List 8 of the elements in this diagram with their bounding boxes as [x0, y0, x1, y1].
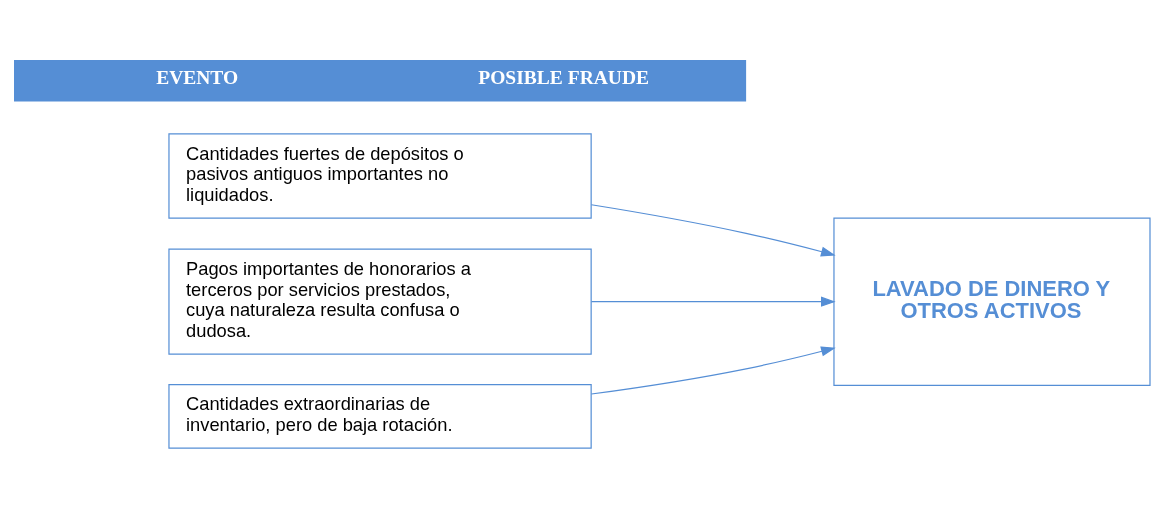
arrow: [590, 296, 836, 307]
node-box: Pagos importantes de honorarios a terceros por servicios prestados, cuya naturaleza resulta confusa o dudosa.: [168, 248, 592, 355]
node-box: EVENTO POSIBLE FRAUDE: [14, 59, 747, 102]
node-box: LAVADO DE DINERO Y OTROS ACTIVOS: [833, 217, 1151, 386]
node-box: Cantidades fuertes de depósitos o pasivos antiguos importantes no liquidados.: [168, 132, 592, 219]
arrow: [590, 203, 836, 257]
arrow: [590, 345, 836, 395]
node-box: Cantidades extraordinarias de inventario, pero de baja rotación.: [168, 383, 592, 449]
